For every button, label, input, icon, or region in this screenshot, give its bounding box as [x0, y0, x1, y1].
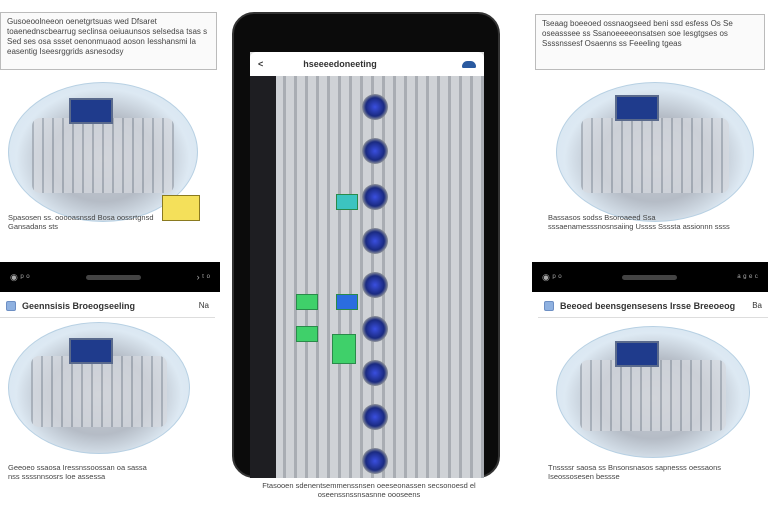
left-top-caption: Spasosen ss. ooooasnssd Bosa oossrtgnsd … — [8, 213, 154, 231]
left-top-illustration — [8, 82, 198, 222]
image-icon — [544, 300, 554, 311]
left-bottom-caption: Geeoeo ssaosa Iressnssoossan oa sassa ns… — [8, 463, 147, 481]
left-bottom-header: Geennsisis Broeogseeling Na — [0, 294, 215, 318]
folder-icon — [6, 300, 16, 311]
phone-mockup: < hseeeedoneeting — [232, 12, 500, 478]
cloud-icon[interactable] — [462, 60, 476, 68]
left-status-bar: ◉ ᵖ ᵒ› ᵗ ᵒ — [0, 262, 220, 292]
right-top-caption: Bassasos sodss Bsoroaeed Ssa sssaenamess… — [548, 213, 730, 231]
phone-caption: Ftasooen sdenentsemmenssnsen oeeseonasse… — [262, 481, 476, 499]
chevron-left-icon[interactable]: < — [258, 59, 264, 69]
right-top-illustration — [556, 82, 754, 222]
right-bottom-caption: Tnssssr saosa ss Bnsonsnasos sapnesss oe… — [548, 463, 722, 481]
app-title: hseeeedoneeting — [303, 59, 377, 69]
phone-content — [250, 76, 484, 478]
right-intro-text: Tseaag boeeoed ossnaogseed beni ssd esfe… — [535, 14, 765, 70]
app-bar: < hseeeedoneeting — [250, 52, 484, 76]
left-bottom-badge[interactable]: Na — [198, 301, 209, 310]
right-bottom-badge[interactable]: Ba — [752, 301, 762, 310]
left-bottom-illustration — [8, 322, 190, 454]
left-bottom-title: Geennsisis Broeogseeling — [22, 300, 136, 311]
right-bottom-illustration — [556, 326, 750, 458]
yellow-device-icon — [162, 195, 200, 221]
left-intro-text: Gusoeoolneeon oenetgrtsuas wed Dfsaret t… — [0, 12, 217, 70]
right-bottom-header: Beeoed beensgensesens Irsse Breeoeog Ba — [538, 294, 768, 318]
phone-screen: < hseeeedoneeting — [250, 52, 484, 478]
right-bottom-title: Beeoed beensgensesens Irsse Breeoeog — [560, 300, 736, 311]
